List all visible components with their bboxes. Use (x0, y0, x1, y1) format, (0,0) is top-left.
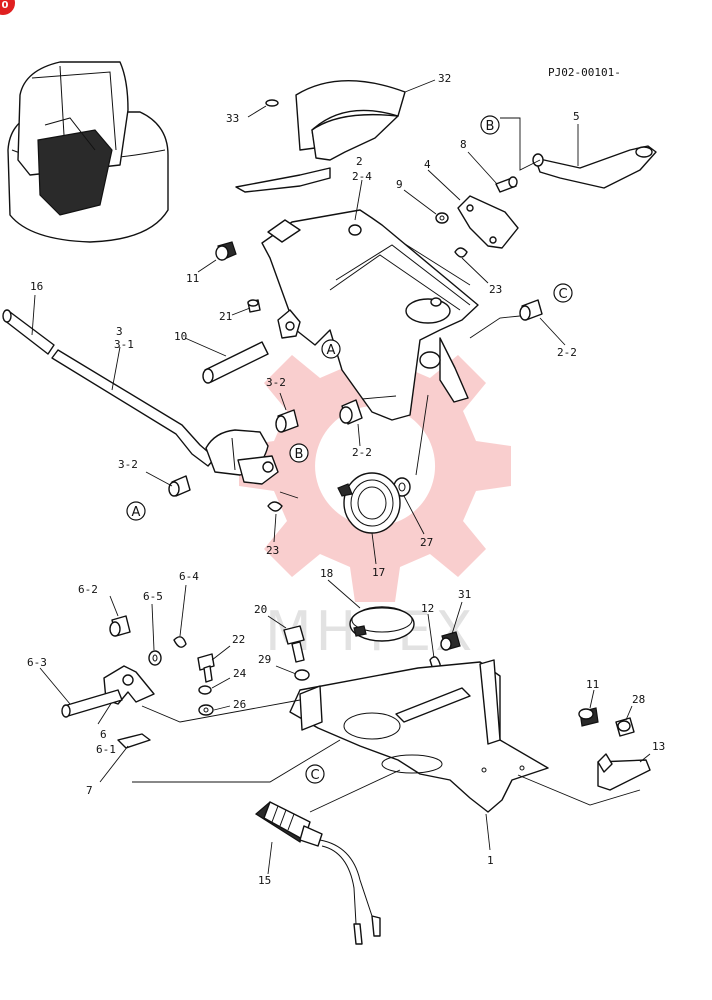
label-23-lower: 23 (266, 544, 279, 557)
part-23-clip-upper (454, 247, 489, 284)
label-6-2: 6-2 (78, 583, 98, 596)
label-20: 20 (254, 603, 267, 616)
label-1: 1 (487, 854, 494, 867)
part-31-bushing (440, 601, 463, 651)
label-24: 24 (233, 667, 247, 680)
part-32-cover (235, 79, 436, 193)
part-33-nut (247, 99, 279, 118)
part-5-link (532, 124, 657, 189)
svg-text:A: A (327, 343, 336, 358)
part-9-washer (403, 189, 449, 224)
part-28-bolt (615, 705, 635, 737)
label-6-3: 6-3 (27, 656, 47, 669)
part-3-2-bushing-lower (145, 471, 191, 497)
label-26: 26 (233, 698, 246, 711)
guide-lines (132, 117, 641, 813)
svg-text:A: A (132, 505, 141, 520)
label-11-upper: 11 (186, 272, 199, 285)
svg-text:B: B (295, 447, 304, 462)
label-23-upper: 23 (489, 283, 502, 296)
ref-marker-b-mid: B (289, 443, 309, 463)
part-26-washer (198, 704, 231, 716)
label-27: 27 (420, 536, 433, 549)
label-7: 7 (86, 784, 93, 797)
part-4-plate (427, 169, 519, 249)
part-8-bolt (467, 151, 518, 193)
part-18-band (327, 579, 415, 642)
label-3-2-upper: 3-2 (266, 376, 286, 389)
label-31: 31 (458, 588, 471, 601)
label-2-2-mid: 2-2 (352, 446, 372, 459)
part-29-nut (275, 665, 310, 681)
ref-marker-a-mid: A (321, 339, 341, 359)
label-16: 16 (30, 280, 43, 293)
svg-text:C: C (558, 287, 567, 302)
part-20-bolt (267, 615, 305, 663)
ref-marker-c-right: C (553, 283, 573, 303)
label-18: 18 (320, 567, 333, 580)
label-3: 3 (116, 325, 123, 338)
label-28: 28 (632, 693, 645, 706)
label-32: 32 (438, 72, 451, 85)
label-6-5: 6-5 (143, 590, 163, 603)
watermark-gear-icon (239, 330, 511, 602)
label-2-2-right: 2-2 (557, 346, 577, 359)
label-29: 29 (258, 653, 271, 666)
part-11-bushing-upper (197, 241, 237, 273)
part-13-bracket (597, 753, 651, 791)
label-2: 2 (356, 155, 363, 168)
label-6: 6 (100, 728, 107, 741)
label-21: 21 (219, 310, 232, 323)
part-16-grip (2, 294, 55, 355)
part-2-2-bushing-mid (339, 399, 363, 447)
corner-badge: 0 (0, 0, 15, 15)
part-6-5-washer (148, 603, 162, 666)
label-6-1: 6-1 (96, 743, 116, 756)
ref-marker-a-left: A (126, 501, 146, 521)
label-5: 5 (573, 110, 580, 123)
part-11-bushing-lower (578, 689, 599, 727)
part-1-base-plate (289, 659, 549, 851)
part-labels: 32 33 2 2-4 5 8 4 9 23 11 16 3 3-1 21 10… (27, 72, 665, 887)
label-12: 12 (421, 602, 434, 615)
svg-text:B: B (486, 119, 495, 134)
part-15-switch (254, 801, 381, 945)
part-22-bolt (197, 645, 231, 683)
part-6-4-clip (173, 584, 187, 648)
label-11-lower: 11 (586, 678, 599, 691)
label-17: 17 (372, 566, 385, 579)
ref-marker-b-top: B (480, 115, 500, 135)
label-33: 33 (226, 112, 239, 125)
part-2-frame (261, 179, 479, 421)
svg-text:C: C (310, 768, 319, 783)
machine-inset (7, 61, 169, 243)
part-24-washer (198, 677, 231, 695)
label-9: 9 (396, 178, 403, 191)
label-3-2-lower: 3-2 (118, 458, 138, 471)
drawing-code: PJ02-00101- (548, 66, 621, 79)
part-10-shaft (184, 337, 269, 384)
part-6-2-bushing (109, 595, 131, 637)
part-3-lever (51, 346, 279, 485)
svg-text:0: 0 (2, 0, 9, 11)
part-2-2-bushing-right (519, 299, 566, 346)
label-4: 4 (424, 158, 431, 171)
label-10: 10 (174, 330, 187, 343)
label-6-4: 6-4 (179, 570, 199, 583)
label-13: 13 (652, 740, 665, 753)
part-23-clip-lower (267, 501, 283, 543)
ref-marker-c-bottom: C (305, 764, 325, 784)
label-22: 22 (232, 633, 245, 646)
part-6-3-pin (39, 667, 123, 718)
part-21-pin (231, 299, 261, 316)
part-3-2-bushing-upper (275, 392, 299, 433)
part-17-spring (337, 472, 401, 565)
label-2-4: 2-4 (352, 170, 372, 183)
label-15: 15 (258, 874, 271, 887)
part-7-clip (99, 733, 151, 783)
label-8: 8 (460, 138, 467, 151)
label-3-1: 3-1 (114, 338, 134, 351)
